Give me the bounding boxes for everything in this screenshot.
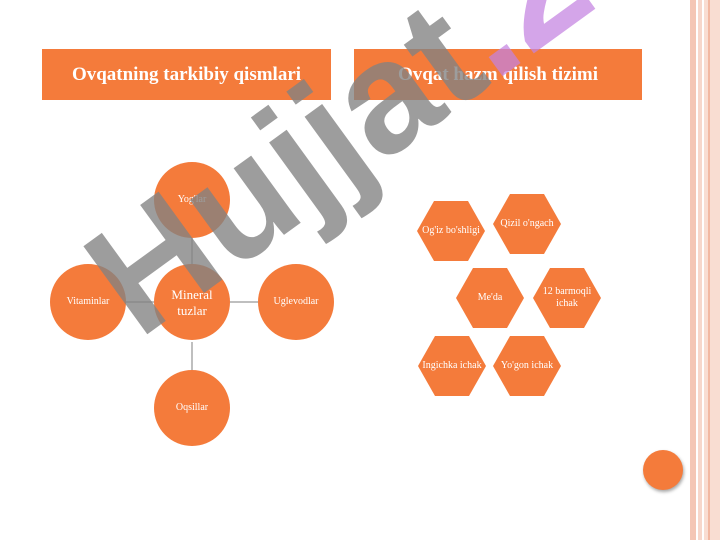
hex-3-label: Me'da xyxy=(477,292,503,303)
hex-2-label: Qizil o'ngach xyxy=(500,218,554,229)
radial-nodes xyxy=(50,162,334,446)
hex-nodes xyxy=(417,194,601,396)
node-right xyxy=(258,264,334,340)
node-center-label: Mineral tuzlar xyxy=(171,287,213,318)
hex-1-label: Og'iz bo'shligi xyxy=(422,225,480,236)
decor-stripe xyxy=(708,0,710,540)
right-title-text: Ovqat hazm qilish tizimi xyxy=(397,63,599,85)
hex-3 xyxy=(456,268,524,328)
node-right-label: Uglevodlar xyxy=(273,296,319,307)
hex-4-label: 12 barmoqli ichak xyxy=(542,286,592,309)
right-title-box: Ovqat hazm qilish tizimi xyxy=(354,49,642,100)
radial-connectors xyxy=(126,238,258,370)
node-center xyxy=(154,264,230,340)
decor-stripe xyxy=(698,0,702,540)
hex-5 xyxy=(418,336,486,396)
hex-6 xyxy=(493,336,561,396)
hex-1 xyxy=(417,201,485,261)
node-bottom xyxy=(154,370,230,446)
decor-stripe xyxy=(690,0,696,540)
hex-6-label: Yo'gon ichak xyxy=(500,360,554,371)
hex-2 xyxy=(493,194,561,254)
hex-4 xyxy=(533,268,601,328)
node-bottom-label: Oqsillar xyxy=(175,402,209,413)
node-left-label: Vitaminlar xyxy=(66,296,110,307)
left-title-box: Ovqatning tarkibiy qismlari xyxy=(42,49,331,100)
hex-5-label: Ingichka ichak xyxy=(422,360,482,371)
node-top xyxy=(154,162,230,238)
node-left xyxy=(50,264,126,340)
corner-decor-dot xyxy=(643,450,683,490)
left-title-text: Ovqatning tarkibiy qismlari xyxy=(71,63,302,85)
node-top-label: Yog'lar xyxy=(177,194,207,205)
